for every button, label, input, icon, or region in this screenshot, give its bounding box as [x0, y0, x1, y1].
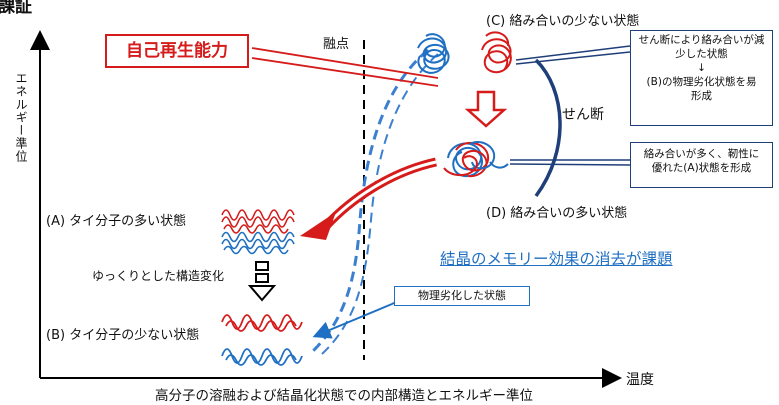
problem-statement: 結晶のメモリー効果の消去が課題 [440, 250, 673, 268]
lamellae-a [221, 209, 295, 255]
self-repair-connector-1 [251, 47, 439, 79]
melting-point-label: 融点 [323, 37, 350, 52]
callout-connector-middle-2 [509, 163, 631, 166]
callout-top-line-5: 形成 [691, 90, 712, 102]
slow-change-label: ゆっくりとした構造変化 [92, 269, 225, 283]
arrow-d-to-a-inner [324, 160, 437, 228]
figure-caption: 高分子の溶融および結晶化状態での内部構造とエネルギー準位 [155, 388, 533, 404]
callout-middle-box: 絡み合いが多く、靭性に 優れた(A)状態を形成 [630, 142, 773, 188]
arrow-d-to-a-head [300, 212, 336, 240]
callout-connector-top [515, 45, 631, 61]
shear-label: せん断 [562, 107, 604, 123]
callout-top-line-2: 少した状態 [675, 48, 728, 60]
x-axis-label: 温度 [626, 372, 654, 388]
coil-d-tangled [443, 140, 509, 178]
slow-change-arrow [247, 261, 277, 302]
down-arrow-c-to-d [464, 90, 508, 128]
state-c-label: (C) 絡み合いの少ない状態 [486, 14, 640, 29]
callout-top-line-4: (B)の物理劣化状態を易 [646, 76, 757, 88]
callout-top-line-3: ↓ [697, 62, 706, 74]
state-b-label: (B) タイ分子の少ない状態 [46, 328, 200, 343]
shear-arc [534, 58, 562, 198]
header-title-fragment: 課証 [0, 0, 32, 17]
callout-top-box: せん断により絡み合いが減 少した状態 ↓ (B)の物理劣化状態を易 形成 [630, 30, 773, 126]
energy-curve-dashed [310, 48, 429, 354]
coil-c-blue [417, 33, 450, 74]
lamellae-b [221, 314, 303, 366]
self-repair-box: 自己再生能力 [105, 34, 249, 68]
callout-connector-top-2 [515, 51, 631, 65]
callout-middle-line-1: 絡み合いが多く、靭性に [643, 148, 760, 160]
self-repair-connector-2 [251, 57, 439, 87]
state-a-label: (A) タイ分子の多い状態 [46, 214, 187, 229]
arrow-d-to-a-outer [322, 157, 437, 230]
callout-degraded-box: 物理劣化した状態 [394, 286, 530, 306]
callout-top-line-1: せん断により絡み合いが減 [638, 34, 765, 46]
energy-curve-dashed-inner [321, 53, 439, 355]
state-d-label: (D) 絡み合いの多い状態 [486, 206, 628, 221]
coil-c-red [481, 31, 512, 74]
y-axis-label: エネルギー準位 [14, 72, 28, 163]
callout-middle-line-2: 優れた(A)状態を形成 [651, 162, 752, 174]
arrow-degraded-to-b [312, 303, 393, 339]
